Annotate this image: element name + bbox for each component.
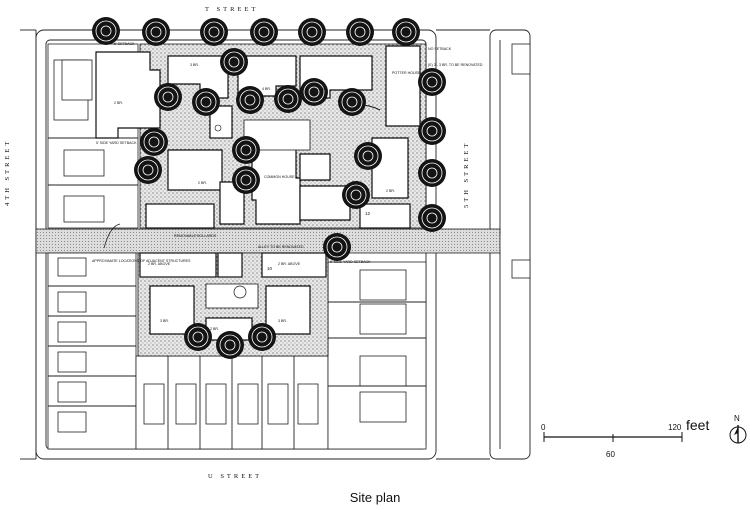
- label-2br-c: 2 BR.: [386, 189, 395, 193]
- tree-icon: [232, 136, 260, 164]
- adjacent-structures-east: [511, 43, 531, 279]
- tree-icon: [418, 117, 446, 145]
- label-renovated: (E) 2 - 3 BR. TO BE RENOVATED: [428, 63, 483, 67]
- tree-icon: [142, 18, 170, 46]
- tree-icon: [140, 128, 168, 156]
- north-arrow-label: N: [734, 414, 740, 423]
- street-trees: [92, 17, 446, 359]
- street-label-west: 4TH STREET: [4, 139, 11, 206]
- tree-icon: [248, 323, 276, 351]
- tree-icon: [418, 68, 446, 96]
- scale-unit-label: feet: [686, 417, 710, 433]
- street-label-north: T STREET: [205, 6, 258, 13]
- alley: [35, 228, 501, 254]
- label-unit-10: 10: [267, 266, 273, 271]
- tree-icon: [392, 18, 420, 46]
- approx-leader: [103, 223, 121, 249]
- label-removable-bollards: REMOVABLE BOLLARDS: [174, 234, 217, 238]
- tree-icon: [192, 88, 220, 116]
- south-buildings: [139, 252, 327, 341]
- adjacent-structures-south: [47, 252, 427, 450]
- scale-zero: 0: [541, 423, 546, 432]
- tree-icon: [418, 159, 446, 187]
- tree-icon: [184, 323, 212, 351]
- label-setback-6: 6' SETBACK: [114, 42, 135, 46]
- label-3br-a: 3 BR.: [190, 63, 199, 67]
- tree-icon: [418, 204, 446, 232]
- tree-icon: [323, 233, 351, 261]
- tree-icon: [232, 166, 260, 194]
- label-4br-a: 4 BR.: [262, 87, 271, 91]
- label-common-house: COMMON HOUSE: [264, 175, 295, 179]
- label-2br-above-b: 2 BR. ABOVE: [278, 262, 301, 266]
- label-2br-a: 2 BR.: [114, 101, 123, 105]
- label-side-yard-west: 5' SIDE YARD SETBACK: [96, 141, 137, 145]
- tree-icon: [200, 18, 228, 46]
- label-no-setback: NO SETBACK: [428, 47, 452, 51]
- tree-icon: [236, 86, 264, 114]
- scale-sixty: 60: [606, 450, 615, 459]
- tree-icon: [274, 85, 302, 113]
- street-label-south: U STREET: [208, 473, 262, 480]
- label-side-yard-east: 6' SIDE YARD SETBACK: [330, 260, 371, 264]
- label-3br-b: 3 BR.: [318, 87, 327, 91]
- label-2br-d: 2 BR.: [210, 327, 219, 331]
- label-3br-d: 3 BR.: [278, 319, 287, 323]
- tree-icon: [154, 83, 182, 111]
- scale-bar: 0 60 120: [541, 423, 683, 459]
- label-approx-structures: APPROXIMATE LOCATIONS OF ADJACENT STRUCT…: [92, 259, 191, 263]
- scale-onetwenty: 120: [668, 423, 682, 432]
- tree-icon: [338, 88, 366, 116]
- tree-icon: [346, 18, 374, 46]
- label-2br-above-a: 2 BR. ABOVE: [148, 262, 171, 266]
- label-alley-renovated: ALLEY TO BE RENOVATED: [258, 245, 304, 249]
- label-potter-house: POTTER HOUSE: [392, 71, 421, 75]
- tree-icon: [220, 48, 248, 76]
- tree-icon: [216, 331, 244, 359]
- tree-icon: [134, 156, 162, 184]
- tree-icon: [300, 78, 328, 106]
- tree-icon: [298, 18, 326, 46]
- figure-caption: Site plan: [349, 490, 401, 505]
- tree-icon: [250, 18, 278, 46]
- street-label-east: 5TH STREET: [463, 141, 470, 208]
- label-3br-c: 3 BR.: [160, 319, 169, 323]
- north-arrow: N: [729, 414, 747, 444]
- label-unit-12: 12: [365, 211, 371, 216]
- tree-icon: [92, 17, 120, 45]
- tree-icon: [354, 142, 382, 170]
- tree-icon: [342, 181, 370, 209]
- label-2br-b: 2 BR.: [198, 181, 207, 185]
